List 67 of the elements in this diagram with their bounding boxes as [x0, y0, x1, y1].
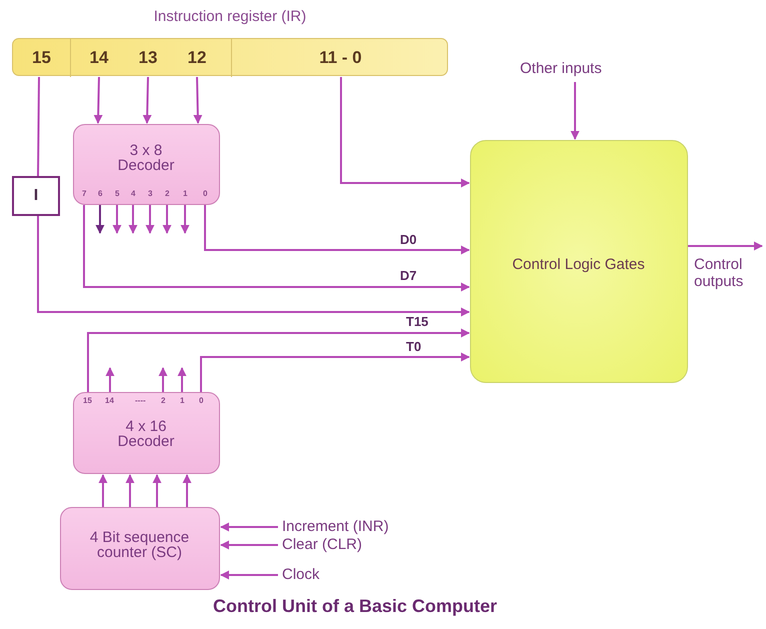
pin-number: ---- [135, 396, 146, 405]
edge-label: T15 [404, 315, 430, 329]
arrow [220, 540, 278, 550]
arrow [158, 367, 168, 392]
arrow [112, 205, 122, 234]
decoder-block [73, 124, 220, 205]
decoder-block [73, 392, 220, 474]
pin-number: 14 [105, 396, 114, 405]
arrow [142, 76, 152, 124]
pin-number: 7 [82, 189, 86, 198]
pin-number: 15 [83, 396, 92, 405]
signal-label: Other inputs [520, 60, 630, 80]
arrow [98, 474, 108, 507]
arrow [178, 367, 186, 392]
arrow [688, 242, 763, 250]
arrow [220, 522, 278, 532]
arrow [87, 328, 470, 392]
pin-number: 3 [148, 189, 152, 198]
pin-number: 2 [165, 189, 170, 198]
pin-number: 5 [115, 189, 120, 198]
flip-flop-box: I [12, 176, 60, 216]
connector-line [37, 76, 40, 176]
arrow [126, 474, 134, 507]
pin-number: 1 [180, 396, 184, 405]
counter-block [60, 507, 220, 590]
arrow [152, 474, 162, 507]
block-label: 4 Bit sequence counter (SC) [88, 530, 190, 560]
arrow [162, 205, 172, 234]
pin-number: 1 [183, 189, 188, 198]
block-label: 4 x 16 Decoder [116, 419, 176, 449]
bit-field: 13 [134, 39, 162, 77]
edge-label: D7 [398, 269, 419, 283]
arrow [37, 216, 470, 316]
arrow [180, 205, 190, 234]
pin-number: 6 [98, 189, 102, 198]
signal-label: Clock [282, 566, 362, 584]
arrow [96, 205, 104, 234]
signal-label: Clear (CLR) [282, 536, 422, 554]
arrow [182, 474, 192, 507]
arrow [146, 205, 154, 234]
register-title: Instruction register (IR) [152, 8, 308, 25]
arrow [570, 82, 580, 140]
logic-block [470, 140, 688, 383]
arrow [83, 205, 470, 292]
arrow [193, 76, 202, 124]
bit-field: 11 - 0 [231, 39, 449, 77]
arrow [204, 205, 470, 254]
bit-field: 14 [85, 39, 113, 77]
edge-label: T0 [404, 340, 424, 354]
edge-label: D0 [398, 233, 419, 247]
signal-label: Increment (INR) [282, 518, 422, 536]
block-label: Control Logic Gates [511, 257, 646, 273]
bit-field: 15 [13, 39, 71, 77]
pin-number: 4 [131, 189, 136, 198]
pin-number: 0 [199, 396, 204, 405]
signal-label: Control outputs [694, 256, 764, 292]
arrow [106, 367, 114, 392]
caption: Control Unit of a Basic Computer [212, 596, 498, 617]
arrow [128, 205, 138, 234]
bit-field: 12 [183, 39, 211, 77]
block-label: 3 x 8 Decoder [116, 143, 176, 173]
pin-number: 2 [161, 396, 166, 405]
arrow [340, 77, 470, 188]
arrow [200, 352, 470, 392]
pin-number: 0 [203, 189, 208, 198]
arrow [94, 76, 103, 124]
arrow [220, 570, 278, 580]
